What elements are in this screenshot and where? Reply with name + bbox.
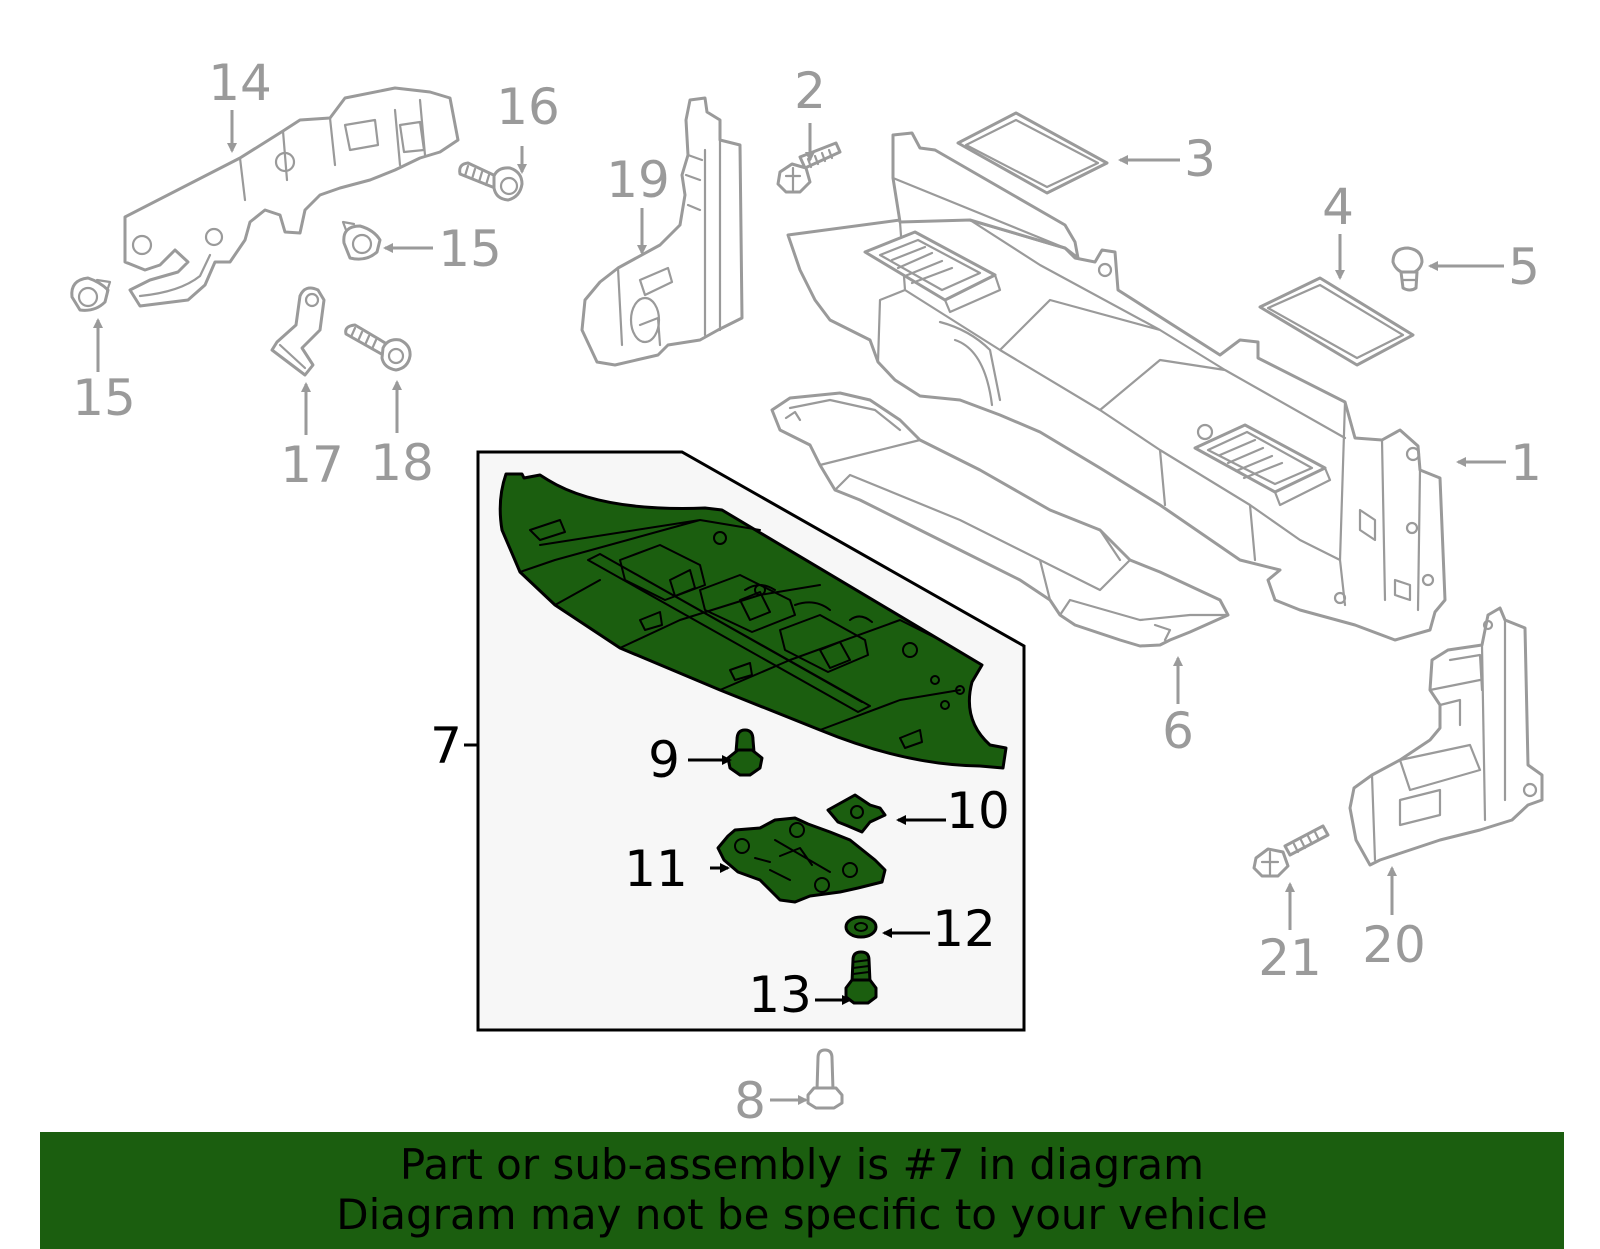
callout-19: 19 xyxy=(606,151,670,209)
callout-5: 5 xyxy=(1508,238,1540,296)
part-14-bracket xyxy=(123,86,460,308)
callout-1: 1 xyxy=(1510,434,1542,492)
callout-20: 20 xyxy=(1362,916,1426,974)
callout-21: 21 xyxy=(1258,929,1322,987)
callout-15-left: 15 xyxy=(72,369,136,427)
part-4-plate xyxy=(1258,276,1415,367)
callout-16: 16 xyxy=(496,78,560,136)
part-17-bracket xyxy=(270,286,326,377)
banner-line-2: Diagram may not be specific to your vehi… xyxy=(336,1190,1268,1239)
callout-12: 12 xyxy=(932,900,996,958)
part-13-bolt xyxy=(844,950,878,1005)
info-banner-background xyxy=(40,1132,1564,1249)
callout-2: 2 xyxy=(794,62,826,120)
part-10-clip xyxy=(826,793,887,834)
part-6-lower-deflector xyxy=(770,391,1230,648)
callout-11: 11 xyxy=(624,840,688,898)
leader-lines xyxy=(93,110,1506,1105)
part-18-bolt xyxy=(344,323,412,372)
callout-17: 17 xyxy=(280,436,344,494)
callout-4: 4 xyxy=(1322,178,1354,236)
part-7-undercover-highlighted xyxy=(498,472,1008,770)
part-9-clip xyxy=(726,728,764,777)
part-8-bolt xyxy=(806,1048,844,1110)
part-19-bracket xyxy=(580,96,744,367)
callout-9: 9 xyxy=(648,731,680,789)
callout-13: 13 xyxy=(748,966,812,1024)
part-12-washer xyxy=(844,915,878,939)
part-3-plate xyxy=(956,111,1109,195)
callout-7: 7 xyxy=(430,717,462,775)
part-1-air-deflector xyxy=(786,131,1447,642)
assembly-7-inset xyxy=(476,450,1026,1032)
callout-15-middle: 15 xyxy=(438,220,502,278)
callout-14: 14 xyxy=(208,54,272,112)
callout-18: 18 xyxy=(370,434,434,492)
part-20-bracket xyxy=(1348,606,1544,867)
part-15-nut-left xyxy=(70,276,112,312)
info-banner: Part or sub-assembly is #7 in diagram Di… xyxy=(40,1132,1564,1249)
part-16-bolt xyxy=(458,161,524,202)
callout-6: 6 xyxy=(1162,702,1194,760)
callout-10: 10 xyxy=(946,782,1010,840)
callout-labels: 14 16 15 15 17 18 19 2 3 4 5 1 6 20 21 8… xyxy=(72,54,1542,1130)
part-15-nut-middle xyxy=(341,220,382,261)
banner-line-1: Part or sub-assembly is #7 in diagram xyxy=(399,1140,1205,1189)
part-11-bracket xyxy=(716,816,887,904)
callout-3: 3 xyxy=(1184,130,1216,188)
part-5-clip xyxy=(1391,246,1424,292)
part-21-bolt xyxy=(1252,824,1330,878)
callout-8: 8 xyxy=(734,1072,766,1130)
